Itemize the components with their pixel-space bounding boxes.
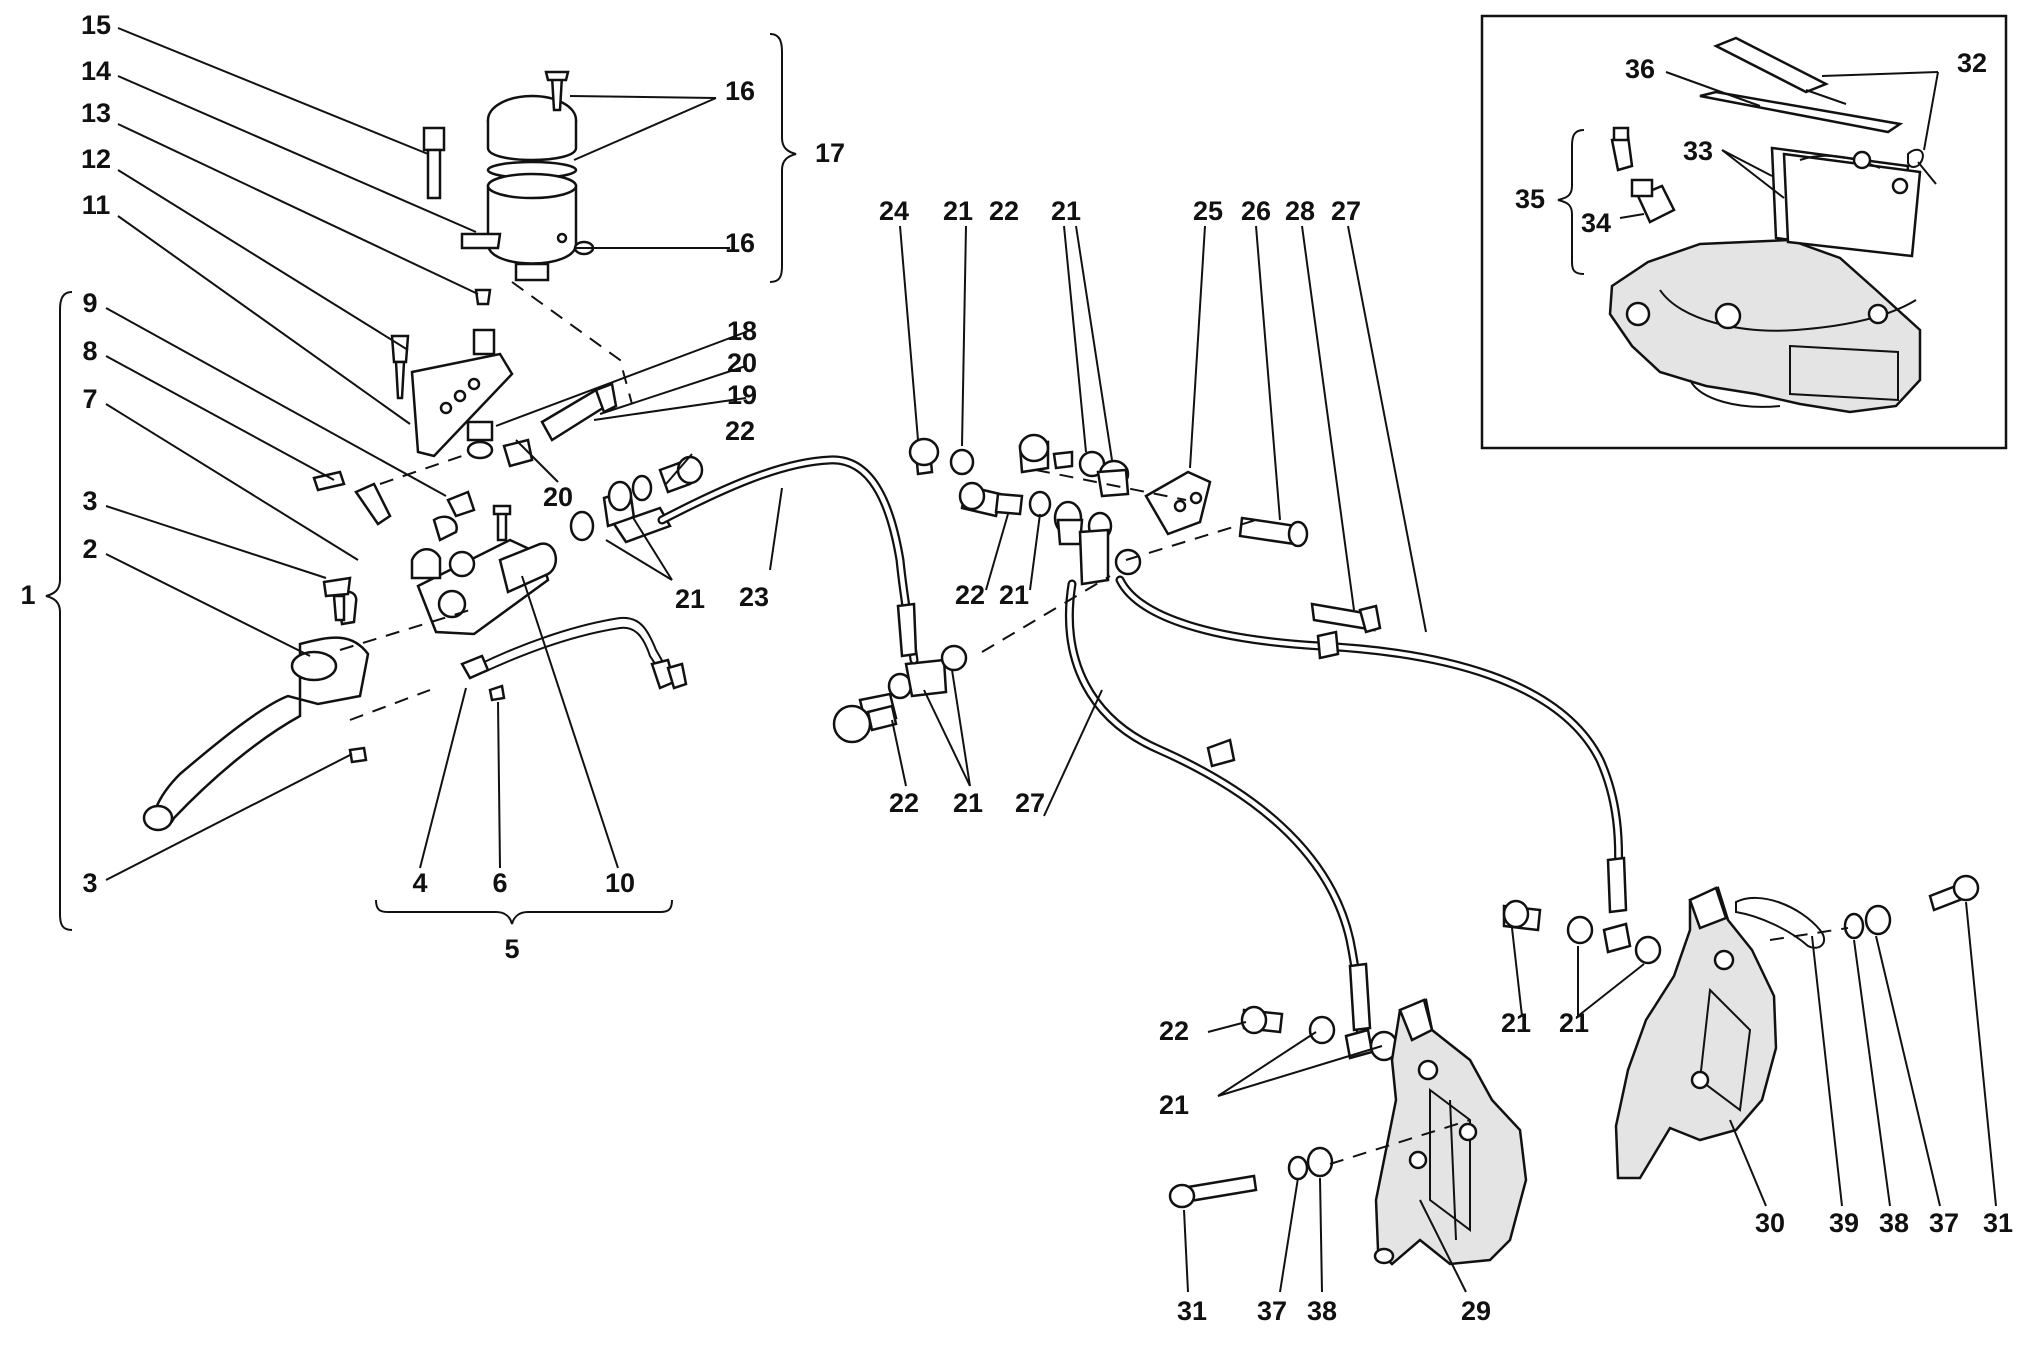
callout-14: 14	[81, 56, 111, 86]
callout-22: 22	[725, 416, 755, 446]
callout-26: 26	[1241, 196, 1271, 226]
callout-22: 22	[989, 196, 1019, 226]
callout-38: 38	[1879, 1208, 1909, 1238]
inset-brake-pads	[1770, 146, 1922, 258]
caliper-bolts	[1168, 874, 1980, 1209]
callout-13: 13	[81, 98, 111, 128]
callout-31: 31	[1983, 1208, 2013, 1238]
callout-34: 34	[1581, 208, 1611, 238]
callout-37: 37	[1929, 1208, 1959, 1238]
callout-22: 22	[1159, 1016, 1189, 1046]
callout-30: 30	[1755, 1208, 1785, 1238]
right-caliper	[1614, 886, 1826, 1180]
callout-6: 6	[492, 868, 507, 898]
callout-37: 37	[1257, 1296, 1287, 1326]
callout-21: 21	[675, 584, 705, 614]
brake-lever	[142, 590, 370, 832]
callout-17: 17	[815, 138, 845, 168]
callout-18: 18	[727, 316, 757, 346]
callout-2: 2	[82, 534, 97, 564]
callout-22: 22	[889, 788, 919, 818]
callout-3: 3	[82, 868, 97, 898]
callout-11: 11	[82, 190, 111, 220]
reservoir-hose	[502, 382, 618, 468]
callout-25: 25	[1193, 196, 1223, 226]
callout-35: 35	[1515, 184, 1545, 214]
inset-bleed-valves	[1610, 126, 1676, 224]
callout-28: 28	[1285, 196, 1315, 226]
callout-36: 36	[1625, 54, 1655, 84]
callout-3: 3	[82, 486, 97, 516]
detail-inset-frame	[1480, 14, 2008, 450]
callout-21: 21	[1559, 1008, 1589, 1038]
callout-16: 16	[725, 228, 755, 258]
banjo-fittings	[569, 433, 1309, 744]
left-caliper	[1373, 998, 1528, 1266]
callout-12: 12	[81, 144, 111, 174]
callout-27: 27	[1331, 196, 1361, 226]
callout-24: 24	[879, 196, 909, 226]
callout-21: 21	[943, 196, 973, 226]
callout-31: 31	[1177, 1296, 1207, 1326]
callout-19: 19	[727, 380, 757, 410]
callout-15: 15	[81, 10, 111, 40]
braces	[45, 33, 1585, 931]
callout-20: 20	[727, 348, 757, 378]
callout-7: 7	[82, 384, 97, 414]
alignment-lines	[339, 281, 1849, 1165]
master-cylinder	[354, 482, 558, 636]
brake-hoses	[657, 455, 1628, 1035]
callout-21: 21	[1501, 1008, 1531, 1038]
callout-22: 22	[955, 580, 985, 610]
callout-38: 38	[1307, 1296, 1337, 1326]
callout-labels: 1 2 3 3 3 4 5 6 7 8 9 10 11 12 13 14 15 …	[20, 10, 2013, 1326]
lever-fasteners	[312, 470, 512, 622]
callout-39: 39	[1829, 1208, 1859, 1238]
leader-lines	[105, 27, 1997, 1293]
callout-4: 4	[412, 868, 427, 898]
caliper-banjo-fittings	[1240, 899, 1662, 1062]
inset-caliper	[1608, 238, 1922, 414]
callout-27: 27	[1015, 788, 1045, 818]
reservoir-bracket-and-fittings	[390, 126, 514, 460]
callout-23: 23	[739, 582, 769, 612]
callout-16: 16	[725, 76, 755, 106]
switch-cable	[348, 616, 688, 764]
callout-29: 29	[1461, 1296, 1491, 1326]
callout-20: 20	[543, 482, 573, 512]
callout-9: 9	[82, 288, 97, 318]
callout-21: 21	[953, 788, 983, 818]
hose-clip	[1310, 602, 1382, 634]
callout-32: 32	[1957, 48, 1987, 78]
fluid-reservoir	[486, 70, 595, 282]
callout-10: 10	[605, 868, 635, 898]
callout-21: 21	[1051, 196, 1081, 226]
callout-21: 21	[999, 580, 1029, 610]
callout-8: 8	[82, 336, 97, 366]
callout-1: 1	[20, 580, 35, 610]
callout-21: 21	[1159, 1090, 1189, 1120]
callout-5: 5	[504, 934, 519, 964]
callout-33: 33	[1683, 136, 1713, 166]
